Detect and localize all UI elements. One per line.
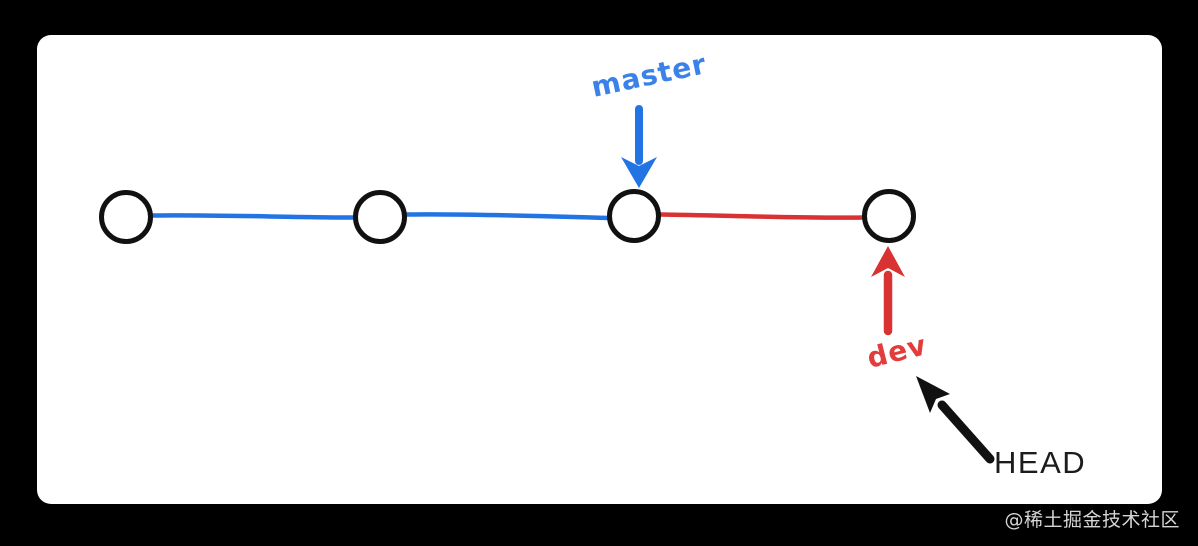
dev-arrow-head-icon <box>871 246 905 277</box>
git-graph-svg <box>99 105 995 464</box>
head-arrow-shaft <box>937 400 995 464</box>
commit-node-2 <box>353 190 407 244</box>
commit-node-3 <box>607 189 661 243</box>
diagram-canvas: master dev HEAD <box>37 35 1162 504</box>
head-arrow-head-icon <box>916 376 950 413</box>
edge-dev-3-4 <box>658 212 865 220</box>
commit-node-1 <box>99 190 153 244</box>
commit-node-4 <box>862 189 916 243</box>
edge-master-2-3 <box>404 212 610 221</box>
watermark: @稀土掘金技术社区 <box>1004 509 1180 531</box>
master-arrow-head-icon <box>621 157 657 188</box>
edge-master-1-2 <box>150 213 356 220</box>
head-label: HEAD <box>994 445 1087 480</box>
